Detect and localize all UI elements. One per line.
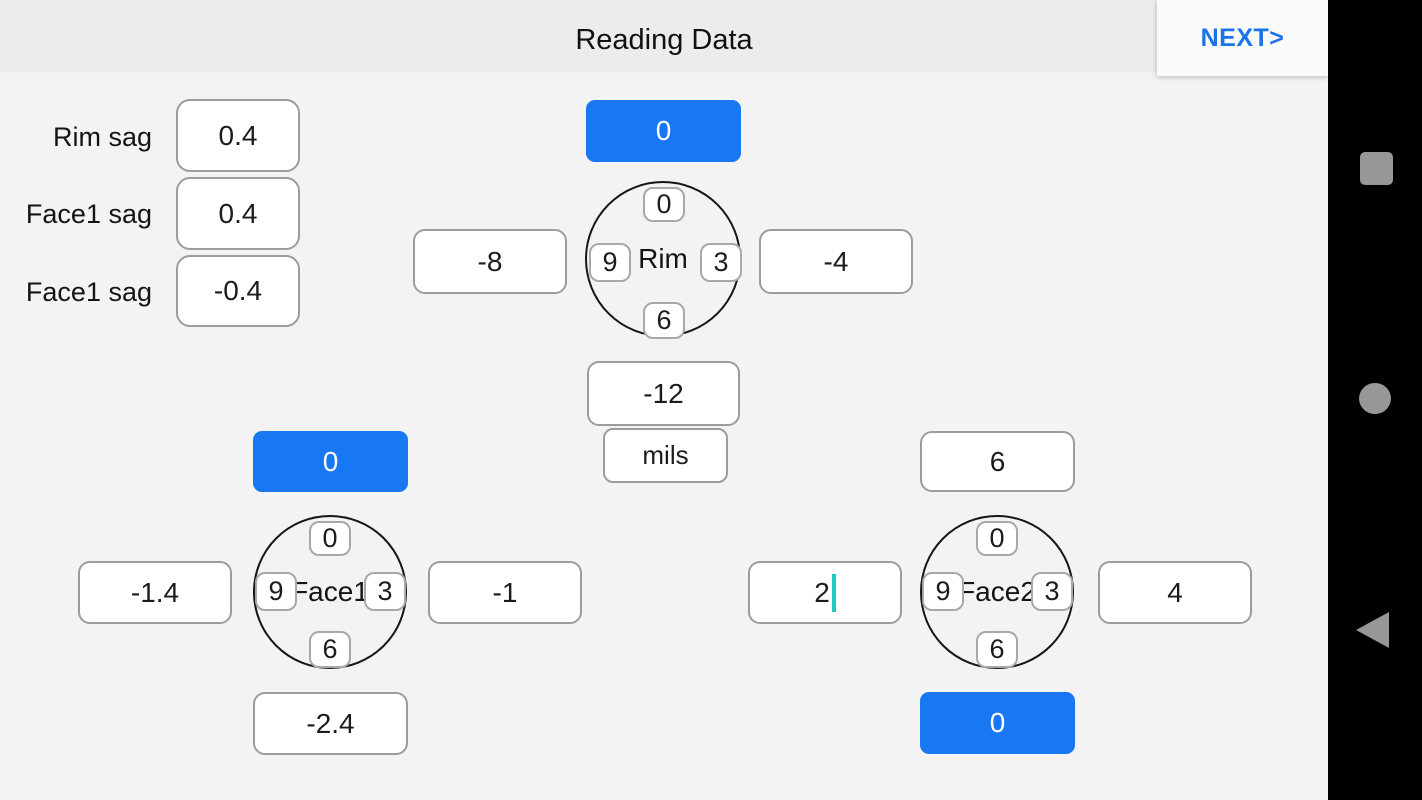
face2-dial-name: Face2 — [958, 576, 1036, 607]
face2-left-input[interactable]: 2 — [748, 561, 902, 624]
face2-left-input-value: 2 — [814, 576, 830, 608]
face1-dial-pos-9: 9 — [255, 572, 297, 611]
rim-dial-pos-9: 9 — [589, 243, 631, 282]
rim-left-input[interactable]: -8 — [413, 229, 567, 294]
text-cursor — [831, 573, 836, 612]
face1-dial-name: Face1 — [291, 576, 369, 607]
rim-dial-pos-3: 3 — [700, 243, 742, 282]
face2-top-input[interactable]: 6 — [920, 431, 1075, 492]
face2-dial-circle: Face2 — [920, 515, 1074, 669]
face1-sag-input[interactable]: 0.4 — [176, 177, 300, 250]
rim-sag-input[interactable]: 0.4 — [176, 99, 300, 172]
face2-dial-pos-0: 0 — [976, 521, 1018, 556]
rim-bottom-input[interactable]: -12 — [587, 361, 740, 426]
face2-right-input[interactable]: 4 — [1098, 561, 1252, 624]
android-nav-bar — [1328, 0, 1422, 800]
rim-right-input[interactable]: -4 — [759, 229, 913, 294]
units-button[interactable]: mils — [603, 428, 728, 483]
face1-dial-pos-3: 3 — [364, 572, 406, 611]
rim-dial-name: Rim — [638, 243, 688, 274]
face2-dial-pos-9: 9 — [922, 572, 964, 611]
face2-dial-pos-6: 6 — [976, 631, 1018, 668]
back-triangle-icon[interactable] — [1356, 612, 1389, 648]
face1-bottom-input[interactable]: -2.4 — [253, 692, 408, 755]
face1-sag-input-label: Face1 sag — [25, 199, 152, 229]
face1-sag2-label: Face1 sag — [25, 277, 152, 307]
face1-dial-circle: Face1 — [253, 515, 407, 669]
rim-sag-label: Rim sag — [52, 122, 152, 152]
face1-right-input[interactable]: -1 — [428, 561, 582, 624]
rim-dial-pos-6: 6 — [643, 302, 685, 339]
rim-top-reading-button[interactable]: 0 — [586, 100, 741, 162]
next-button-label: NEXT> — [1200, 23, 1285, 52]
face1-top-reading-button[interactable]: 0 — [253, 431, 408, 492]
next-button[interactable]: NEXT> — [1157, 0, 1328, 76]
recents-square-icon[interactable] — [1360, 152, 1393, 185]
page-title: Reading Data — [575, 23, 753, 56]
face1-dial-pos-0: 0 — [309, 521, 351, 556]
face2-bottom-reading-button[interactable]: 0 — [920, 692, 1075, 754]
face1-sag2-input[interactable]: -0.4 — [176, 255, 300, 327]
header-bar — [0, 0, 1328, 72]
face1-left-input[interactable]: -1.4 — [78, 561, 232, 624]
face2-dial-pos-3: 3 — [1031, 572, 1073, 611]
face1-dial-pos-6: 6 — [309, 631, 351, 668]
home-circle-icon[interactable] — [1359, 383, 1391, 414]
rim-dial-pos-0: 0 — [643, 187, 685, 222]
